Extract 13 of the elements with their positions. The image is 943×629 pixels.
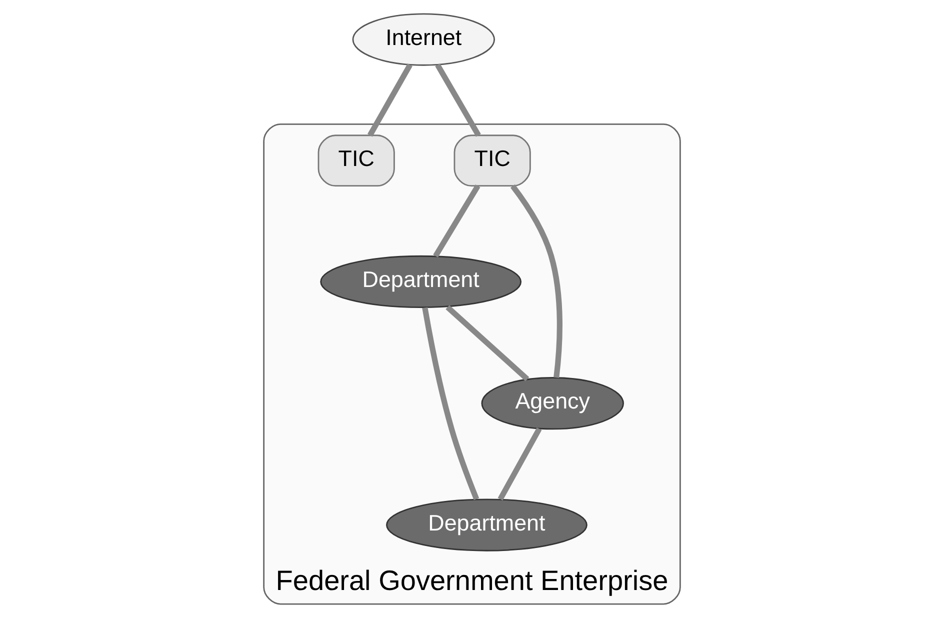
node-ellipse: Internet — [352, 13, 494, 66]
node-ellipse: Agency — [480, 377, 624, 430]
connector — [510, 184, 562, 378]
connector — [497, 427, 542, 501]
connector — [422, 307, 479, 500]
connector — [445, 305, 529, 382]
connector — [367, 63, 412, 137]
connector — [432, 184, 480, 258]
node-ellipse: Department — [386, 498, 587, 552]
node-ellipse: Department — [320, 255, 522, 308]
node-box: TIC — [317, 134, 394, 187]
connector — [434, 63, 480, 137]
node-box: TIC — [453, 134, 530, 187]
